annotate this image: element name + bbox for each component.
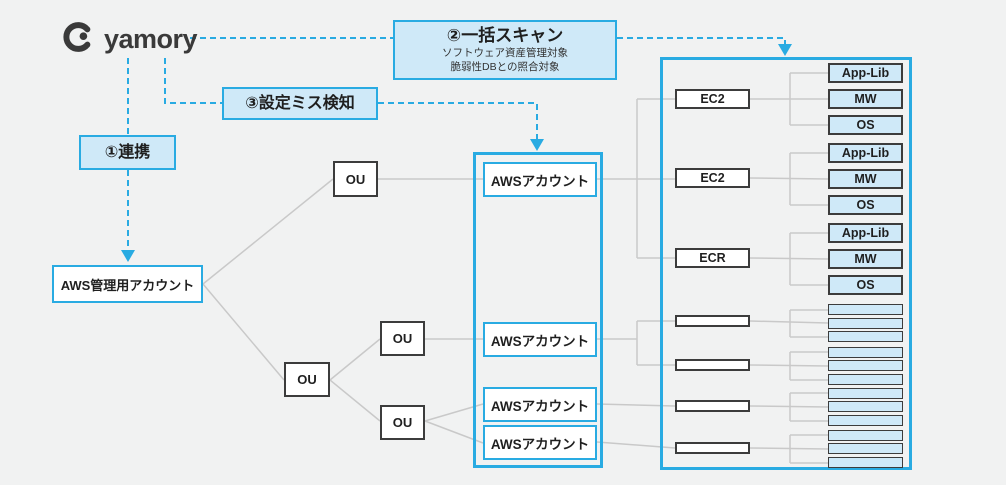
component-blank — [828, 415, 903, 426]
resource-blank-2 — [675, 359, 750, 371]
step-bulk-scan-subtitle-2: 脆弱性DBとの照合対象 — [450, 61, 560, 74]
ou-box-2: OU — [284, 362, 330, 397]
component-blank — [828, 347, 903, 358]
step-misconfig-detection: ③設定ミス検知 — [222, 87, 378, 120]
ou-box-4: OU — [380, 405, 425, 440]
scan-target-frame — [660, 57, 912, 470]
component-blank — [828, 388, 903, 399]
component-blank — [828, 360, 903, 371]
ou-box-3: OU — [380, 321, 425, 356]
aws-management-account: AWS管理用アカウント — [52, 265, 203, 303]
component-mw-3: MW — [828, 249, 903, 269]
component-blank — [828, 443, 903, 454]
yamory-logo: yamory — [63, 20, 198, 59]
aws-account-3: AWSアカウント — [483, 387, 597, 422]
component-blank — [828, 331, 903, 342]
component-os-1: OS — [828, 115, 903, 135]
step-misconfig-detection-title: ③設定ミス検知 — [245, 94, 355, 112]
component-app-lib-2: App-Lib — [828, 143, 903, 163]
component-blank — [828, 430, 903, 441]
component-mw-1: MW — [828, 89, 903, 109]
resource-blank-4 — [675, 442, 750, 454]
component-blank — [828, 401, 903, 412]
aws-account-1: AWSアカウント — [483, 162, 597, 197]
component-os-2: OS — [828, 195, 903, 215]
component-os-3: OS — [828, 275, 903, 295]
component-blank — [828, 304, 903, 315]
aws-account-4: AWSアカウント — [483, 425, 597, 460]
step-bulk-scan: ②一括スキャン ソフトウェア資産管理対象 脆弱性DBとの照合対象 — [393, 20, 617, 80]
component-blank — [828, 457, 903, 468]
ou-box-1: OU — [333, 161, 378, 197]
step-bulk-scan-subtitle-1: ソフトウェア資産管理対象 — [442, 47, 568, 60]
component-app-lib-3: App-Lib — [828, 223, 903, 243]
aws-accounts-frame — [473, 152, 603, 468]
resource-ec2-1: EC2 — [675, 89, 750, 109]
component-blank — [828, 318, 903, 329]
resource-blank-3 — [675, 400, 750, 412]
resource-ec2-2: EC2 — [675, 168, 750, 188]
component-mw-2: MW — [828, 169, 903, 189]
component-app-lib-1: App-Lib — [828, 63, 903, 83]
step-link-title: ①連携 — [104, 143, 151, 161]
step-bulk-scan-title: ②一括スキャン — [446, 25, 564, 45]
step-link: ①連携 — [79, 135, 176, 170]
yamory-logo-text: yamory — [104, 23, 198, 54]
yamory-logo-icon — [63, 20, 97, 59]
resource-blank-1 — [675, 315, 750, 327]
resource-ecr: ECR — [675, 248, 750, 268]
aws-account-2: AWSアカウント — [483, 322, 597, 357]
component-blank — [828, 374, 903, 385]
